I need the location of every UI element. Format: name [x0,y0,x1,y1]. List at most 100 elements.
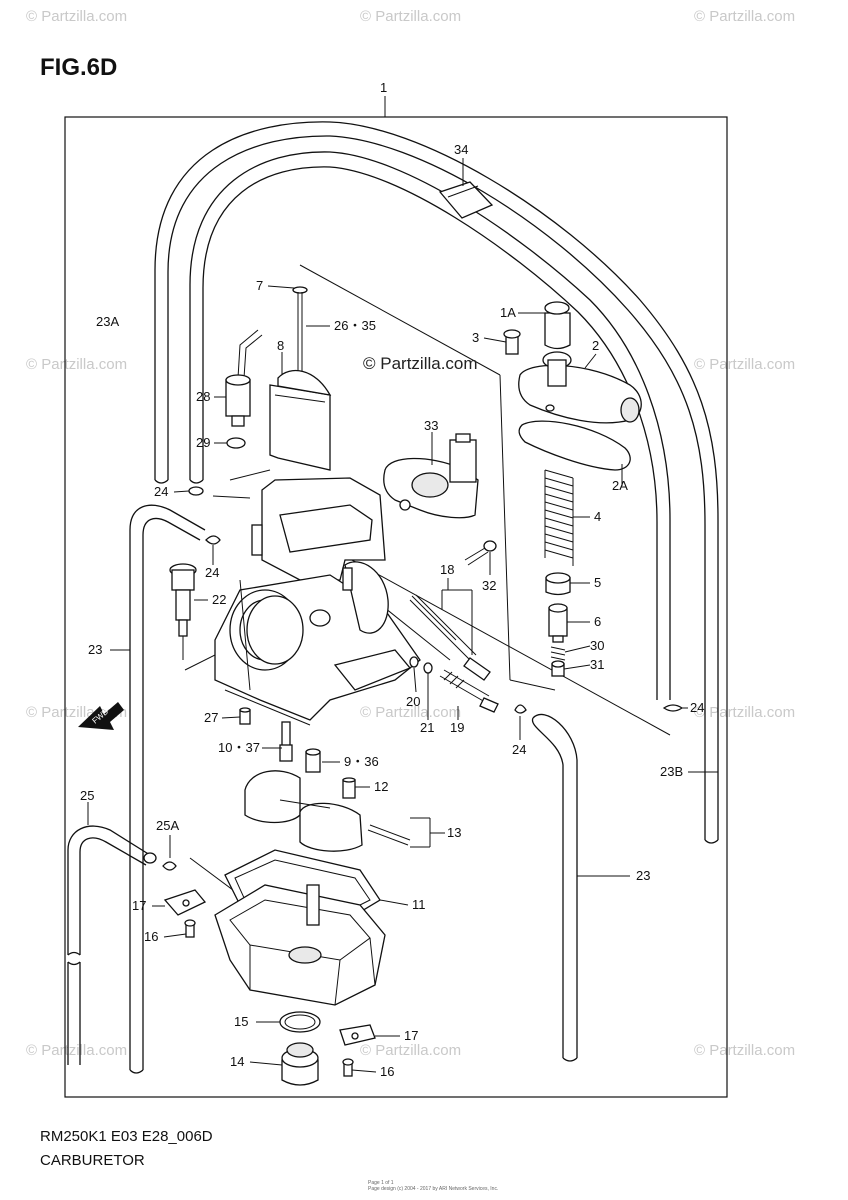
hose-clamp-b[interactable] [205,535,221,545]
watermark-11: © Partzilla.com [694,1042,796,1059]
air-screw-assembly[interactable] [409,594,491,681]
watermark-8: © Partzilla.com [694,704,796,721]
callout-16-b: 16 [380,1064,394,1079]
left-vent-hose[interactable] [129,504,206,1074]
callout-17-b: 17 [404,1028,418,1043]
callout-30: 30 [590,638,604,653]
callout-16-a: 16 [144,929,158,944]
needle-jet[interactable] [279,721,293,762]
throttle-spring[interactable] [544,469,574,566]
callout-33: 33 [424,418,438,433]
callout-24-b: 24 [205,565,219,580]
needle-holder[interactable] [548,603,568,643]
diagram-frame [64,116,728,1098]
hose-clamp-c[interactable] [514,704,527,714]
choke-plunger[interactable] [169,563,197,660]
callout-2a: 2A [612,478,628,493]
bracket-screw-a[interactable] [184,919,196,938]
forward-arrow-icon: FWD [78,702,124,730]
cap-screw[interactable] [503,329,521,355]
top-cover[interactable] [518,351,642,424]
top-cap[interactable] [544,301,571,350]
callout-13: 13 [447,825,461,840]
callout-25: 25 [80,788,94,803]
figure-name: CARBURETOR [40,1152,145,1169]
callout-6: 6 [594,614,601,629]
bracket-screw-b[interactable] [342,1058,354,1077]
o-ring-small[interactable] [226,437,246,449]
callout-23-left: 23 [88,642,102,657]
partzilla-center-mark: © Partzilla.com [363,354,478,373]
carburetor-body[interactable] [214,477,421,726]
watermark-4: © Partzilla.com [26,356,128,373]
callout-28: 28 [196,389,210,404]
hose-clamp-a[interactable] [188,486,204,496]
callout-20: 20 [406,694,420,709]
hose-bracket-b[interactable] [339,1024,376,1046]
callout-1: 1 [380,80,387,95]
idle-screw-o-ring[interactable] [409,656,419,668]
main-jet[interactable] [342,777,356,799]
callout-14: 14 [230,1054,244,1069]
callout-leaders [87,285,718,1073]
spring-seat[interactable] [545,572,571,596]
callout-27: 27 [204,710,218,725]
watermark-9: © Partzilla.com [26,1042,128,1059]
callout-15: 15 [234,1014,248,1029]
right-vent-hose[interactable] [531,713,578,1062]
tps-screw[interactable] [464,540,497,566]
callout-10-37: 10・37 [218,740,260,755]
callout-5: 5 [594,575,601,590]
throttle-position-sensor-plug[interactable] [225,329,263,427]
callout-3: 3 [472,330,479,345]
callout-12: 12 [374,779,388,794]
callout-32: 32 [482,578,496,593]
float-pin[interactable] [367,824,411,846]
idle-screw-washer[interactable] [423,662,433,674]
callout-9-36: 9・36 [344,754,379,769]
watermark-2: © Partzilla.com [360,8,462,25]
callout-23b: 23B [660,764,683,779]
needle-clip[interactable] [292,286,308,294]
watermark-5: © Partzilla.com [694,356,796,373]
tps-unit[interactable] [383,433,479,519]
callout-25a: 25A [156,818,179,833]
float-bowl[interactable] [214,884,386,1006]
pilot-jet[interactable] [305,748,321,773]
callout-24-c: 24 [512,742,526,757]
callout-31: 31 [590,657,604,672]
watermark-7: © Partzilla.com [360,704,462,721]
callout-34: 34 [454,142,468,157]
hose-clamp-d[interactable] [662,704,684,712]
figure-title: FIG.6D [40,54,118,81]
top-cover-gasket[interactable] [518,420,631,471]
needle-retainer[interactable] [551,660,565,677]
callout-18: 18 [440,562,454,577]
page-credit-line-1: Page 1 of 1 [368,1180,394,1186]
callout-4: 4 [594,509,601,524]
cable-band[interactable] [438,181,494,219]
float[interactable] [244,770,363,852]
callout-7: 7 [256,278,263,293]
figure-code: RM250K1 E03 E28_006D [40,1128,213,1145]
callout-26-35: 26・35 [334,318,376,333]
small-spring[interactable] [550,646,566,661]
drain-plug[interactable] [281,1042,319,1086]
callout-24-d: 24 [690,700,704,715]
watermark-10: © Partzilla.com [360,1042,462,1059]
callout-17-a: 17 [132,898,146,913]
overflow-hose[interactable] [67,825,151,1065]
watermark-3: © Partzilla.com [694,8,796,25]
callout-21: 21 [420,720,434,735]
overflow-hose-clamp[interactable] [162,861,177,871]
callout-29: 29 [196,435,210,450]
throttle-valve[interactable] [269,369,332,471]
page-credit: Page 1 of 1 Page design (c) 2004 - 2017 … [368,1180,498,1192]
hose-bracket-a[interactable] [163,889,207,916]
callout-24-a: 24 [154,484,168,499]
idle-adjust-screw[interactable] [439,669,499,713]
callout-22: 22 [212,592,226,607]
pilot-air-jet[interactable] [239,707,251,725]
callout-labels: 1 34 23A 7 26・35 8 1A 3 2 28 29 33 2A 24… [80,80,704,1079]
